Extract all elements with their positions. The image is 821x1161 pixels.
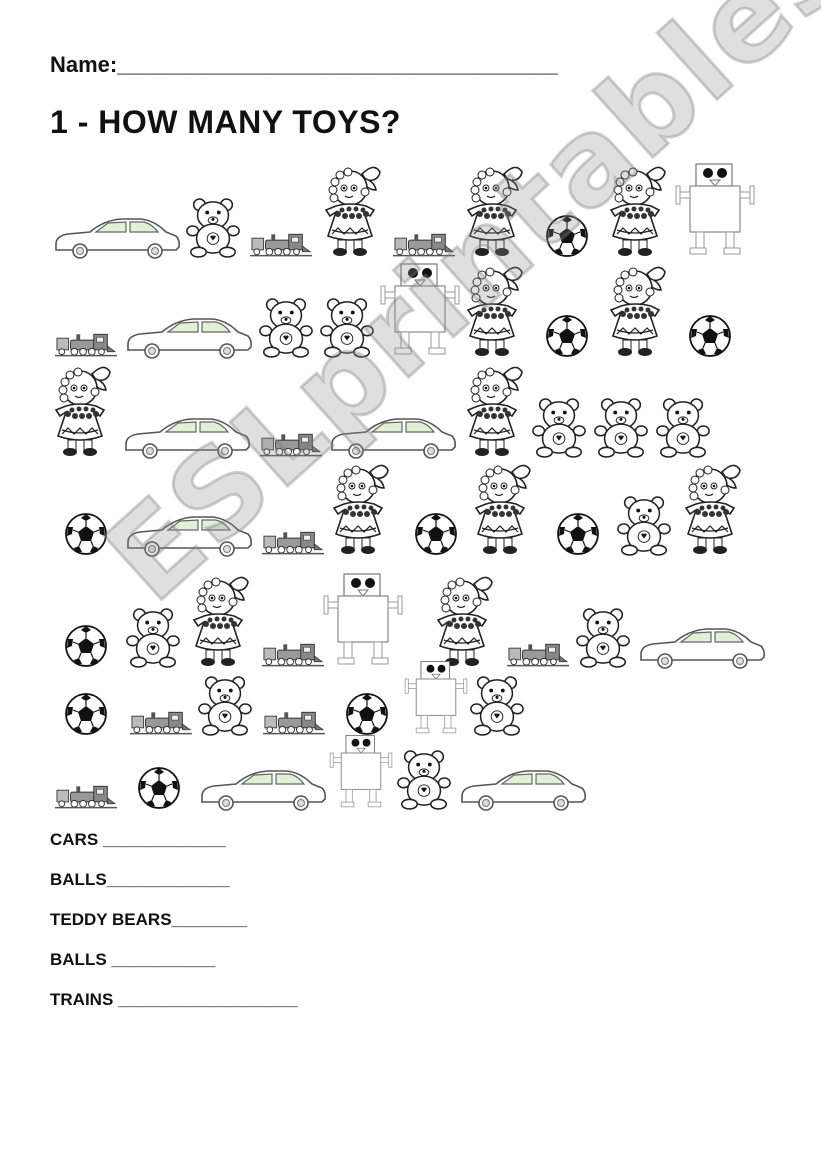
doll-icon (460, 162, 530, 258)
ball-icon (64, 692, 108, 736)
robot-icon (323, 572, 403, 668)
ball-icon (545, 314, 589, 358)
car-icon (122, 314, 256, 359)
teddy-bear-icon (574, 606, 632, 668)
ball-icon (137, 766, 181, 810)
doll-icon (48, 362, 118, 458)
train-icon (55, 782, 117, 810)
train-icon (55, 330, 117, 358)
teddy-bear-icon (654, 396, 712, 458)
teddy-bear-icon (318, 296, 376, 358)
doll-icon (460, 362, 530, 458)
train-icon (262, 640, 324, 668)
answer-cars: CARS _____________ (50, 830, 226, 849)
ball-icon (414, 512, 458, 556)
doll-icon (326, 460, 396, 556)
train-icon (263, 708, 325, 736)
car-icon (122, 512, 256, 557)
answer-balls: BALLS_____________ (50, 870, 230, 889)
ball-icon (688, 314, 732, 358)
doll-icon (318, 162, 388, 258)
train-icon (130, 708, 192, 736)
car-icon (196, 766, 330, 811)
answer-trains: TRAINS ___________________ (50, 990, 298, 1009)
teddy-bear-icon (468, 674, 526, 736)
doll-icon (678, 460, 748, 556)
doll-icon (460, 262, 530, 358)
car-icon (50, 214, 184, 259)
answer-teddy-bears: TEDDY BEARS________ (50, 910, 248, 929)
car-icon (635, 624, 769, 669)
doll-icon (603, 162, 673, 258)
ball-icon (556, 512, 600, 556)
car-icon (326, 414, 460, 459)
ball-icon (64, 512, 108, 556)
teddy-bear-icon (124, 606, 182, 668)
ball-icon (64, 624, 108, 668)
train-icon (250, 230, 312, 258)
car-icon (456, 766, 590, 811)
teddy-bear-icon (530, 396, 588, 458)
teddy-bear-icon (257, 296, 315, 358)
ball-icon (345, 692, 389, 736)
teddy-bear-icon (592, 396, 650, 458)
answer-list: CARS _____________ BALLS_____________ TE… (50, 828, 298, 1028)
robot-icon (329, 734, 393, 810)
name-line: Name:___________________________________… (50, 52, 558, 77)
robot-icon (404, 660, 468, 736)
car-icon (120, 414, 254, 459)
worksheet-title: 1 - HOW MANY TOYS? (50, 104, 401, 140)
teddy-bear-icon (615, 494, 673, 556)
robot-icon (675, 162, 755, 258)
robot-icon (380, 262, 460, 358)
train-icon (262, 528, 324, 556)
doll-icon (186, 572, 256, 668)
teddy-bear-icon (184, 196, 242, 258)
answer-balls-2: BALLS ___________ (50, 950, 216, 969)
doll-icon (603, 262, 673, 358)
train-icon (507, 640, 569, 668)
teddy-bear-icon (196, 674, 254, 736)
doll-icon (430, 572, 500, 668)
teddy-bear-icon (395, 748, 453, 810)
train-icon (260, 430, 322, 458)
ball-icon (545, 214, 589, 258)
train-icon (393, 230, 455, 258)
doll-icon (468, 460, 538, 556)
